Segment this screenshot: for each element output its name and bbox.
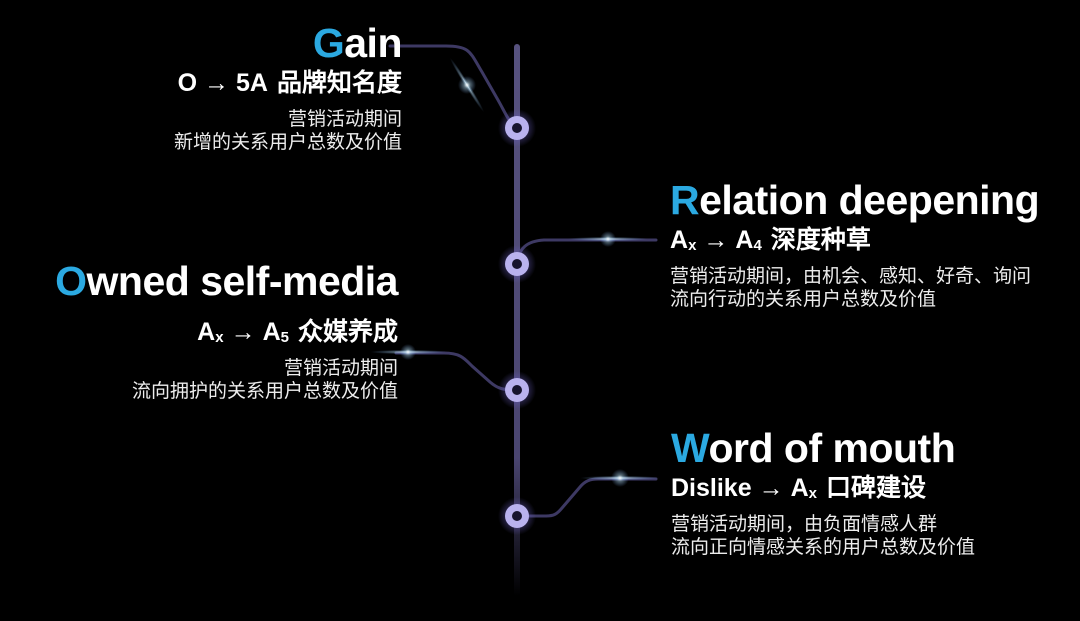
title-initial: W [671, 425, 709, 471]
connector-owned [394, 351, 518, 392]
title-rest: ain [344, 20, 402, 66]
timeline-node-owned [498, 371, 536, 409]
stage-from: A [670, 226, 689, 254]
body-line: 流向行动的关系用户总数及价值 [670, 289, 937, 310]
body-line: 营销活动期间 [283, 358, 398, 379]
body-line: 营销活动期间，由负面情感人群 [671, 514, 938, 535]
timeline-node-gain [498, 109, 536, 147]
title-rest: ord of mouth [708, 425, 956, 471]
body-line: 营销活动期间 [287, 109, 402, 130]
stage-from: Dislike [671, 474, 752, 502]
section-body: 营销活动期间 流向拥护的关系用户总数及价值 [55, 357, 398, 403]
subtitle-label: 众媒养成 [297, 318, 398, 346]
title-rest: wned self-media [86, 258, 399, 304]
stage-to-subscript: 5 [280, 328, 289, 346]
section-title: Word of mouth [671, 425, 975, 471]
stage-from: O [177, 69, 198, 97]
section-gain: Gain O→5A 品牌知名度 营销活动期间 新增的关系用户总数及价值 [174, 20, 403, 154]
flare-glint-gain [449, 57, 485, 113]
stage-to-subscript: x [808, 484, 818, 502]
stage-to: 5A [236, 69, 268, 97]
node-halo [498, 109, 536, 147]
stage-to: A [262, 318, 281, 346]
section-title: Owned self-media [55, 258, 398, 304]
section-title: Gain [174, 20, 403, 66]
connector-relation [515, 238, 658, 265]
stage-to-subscript: 4 [753, 236, 762, 254]
connector-word [515, 477, 658, 518]
node-core [512, 259, 522, 269]
section-subtitle: O→5A 品牌知名度 [174, 68, 402, 102]
subtitle-label: 口碑建设 [826, 474, 927, 502]
section-subtitle: Dislike→Ax 口碑建设 [671, 473, 975, 507]
body-line: 新增的关系用户总数及价值 [173, 132, 402, 153]
arrow-icon: → [758, 474, 784, 502]
node-halo [498, 371, 536, 409]
title-initial: O [55, 258, 87, 304]
node-ring [505, 504, 529, 528]
node-ring [505, 252, 529, 276]
section-body: 营销活动期间，由负面情感人群 流向正向情感关系的用户总数及价值 [671, 513, 975, 559]
stage-from-subscript: x [215, 328, 224, 346]
timeline-axis [514, 44, 520, 596]
node-core [512, 385, 522, 395]
section-body: 营销活动期间，由机会、感知、好奇、询问 流向行动的关系用户总数及价值 [670, 265, 1039, 311]
node-halo [498, 245, 536, 283]
timeline-node-relation [498, 245, 536, 283]
section-body: 营销活动期间 新增的关系用户总数及价值 [174, 108, 402, 154]
title-initial: G [312, 20, 345, 66]
timeline-node-word [498, 497, 536, 535]
connector-gain [388, 44, 518, 129]
title-rest: elation deepening [699, 177, 1040, 223]
body-line: 营销活动期间，由机会、感知、好奇、询问 [670, 266, 1032, 287]
section-word-of-mouth: Word of mouth Dislike→Ax 口碑建设 营销活动期间，由负面情… [671, 425, 975, 559]
node-ring [505, 378, 529, 402]
body-line: 流向正向情感关系的用户总数及价值 [671, 537, 976, 558]
title-initial: R [670, 177, 700, 223]
stage-to: A [735, 226, 754, 254]
node-ring [505, 116, 529, 140]
section-title: Relation deepening [670, 177, 1040, 223]
arrow-icon: → [230, 318, 256, 346]
subtitle-label: 品牌知名度 [276, 69, 402, 97]
stage-from-subscript: x [688, 236, 697, 254]
node-core [512, 511, 522, 521]
subtitle-label: 深度种草 [770, 226, 871, 254]
stage-from: A [197, 318, 216, 346]
arrow-icon: → [703, 226, 729, 254]
body-line: 流向拥护的关系用户总数及价值 [131, 381, 398, 402]
node-halo [498, 497, 536, 535]
flare-glint-relation [568, 231, 648, 247]
node-core [512, 123, 522, 133]
flare-glint-word [580, 469, 660, 487]
arrow-icon: → [204, 69, 230, 97]
stage-to: A [790, 474, 809, 502]
